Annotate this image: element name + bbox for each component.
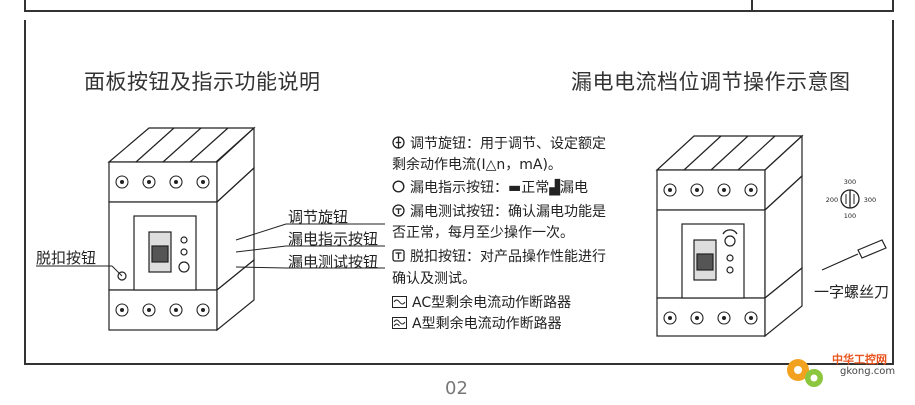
current-setting-dial: 300 200 300 100: [826, 178, 876, 220]
content-frame: [24, 20, 894, 365]
desc-text-6: 脱扣按钮：对产品操作性能进行: [410, 249, 606, 265]
desc-text-8: AC型剩余电流动作断路器: [412, 295, 572, 311]
ac-type-icon: [392, 296, 407, 308]
desc-line-5: 否正常，每月至少操作一次。: [392, 223, 574, 243]
gkong-watermark-logo: [787, 359, 823, 387]
desc-text-3: 漏电指示按钮：▬正常▟漏电: [410, 180, 588, 196]
breaker-illustration-right: [655, 134, 804, 338]
leak-indicator-button-label: 漏电指示按钮: [288, 230, 379, 248]
desc-line-9: A型剩余电流动作断路器: [392, 314, 562, 334]
desc-text-7: 确认及测试。: [392, 271, 476, 287]
dial-top-label: 300: [844, 178, 856, 186]
desc-line-1: 调节旋钮：用于调节、设定额定: [392, 134, 606, 154]
indicator-circle-icon: [392, 180, 405, 193]
watermark-url: gkong.com: [840, 366, 896, 377]
screwdriver-label: 一字螺丝刀: [814, 283, 890, 301]
a-type-icon: [392, 317, 407, 329]
left-section-title: 面板按钮及指示功能说明: [84, 70, 321, 94]
breaker-illustration-left: [107, 126, 256, 332]
desc-text-1: 调节旋钮：用于调节、设定额定: [410, 136, 606, 152]
trip-button-icon: [392, 249, 405, 262]
desc-line-4: 漏电测试按钮：确认漏电功能是: [392, 202, 606, 222]
right-section-title: 漏电电流档位调节操作示意图: [571, 70, 851, 94]
adjust-knob-label: 调节旋钮: [288, 208, 349, 226]
leak-test-button-label: 漏电测试按钮: [288, 253, 379, 271]
screwdriver-icon: [821, 239, 887, 271]
desc-line-3: 漏电指示按钮：▬正常▟漏电: [392, 178, 588, 198]
test-button-icon: [392, 204, 405, 217]
desc-text-5: 否正常，每月至少操作一次。: [392, 225, 574, 241]
trip-button-label: 脱扣按钮: [36, 249, 97, 267]
page-number: 02: [445, 378, 468, 399]
desc-text-4: 漏电测试按钮：确认漏电功能是: [410, 204, 606, 220]
desc-text-9: A型剩余电流动作断路器: [412, 316, 562, 332]
desc-text-2: 剩余动作电流(I△n，mA)。: [392, 157, 562, 173]
desc-line-2: 剩余动作电流(I△n，mA)。: [392, 155, 562, 175]
top-table-border: [24, 0, 894, 12]
watermark-name: 中华工控网: [832, 353, 887, 366]
dial-left-label: 200: [826, 196, 838, 204]
knob-icon: [392, 136, 405, 149]
desc-line-6: 脱扣按钮：对产品操作性能进行: [392, 247, 606, 267]
dial-right-label: 300: [864, 196, 876, 204]
desc-line-8: AC型剩余电流动作断路器: [392, 293, 571, 313]
dial-bottom-label: 100: [844, 212, 856, 220]
desc-line-7: 确认及测试。: [392, 269, 476, 289]
